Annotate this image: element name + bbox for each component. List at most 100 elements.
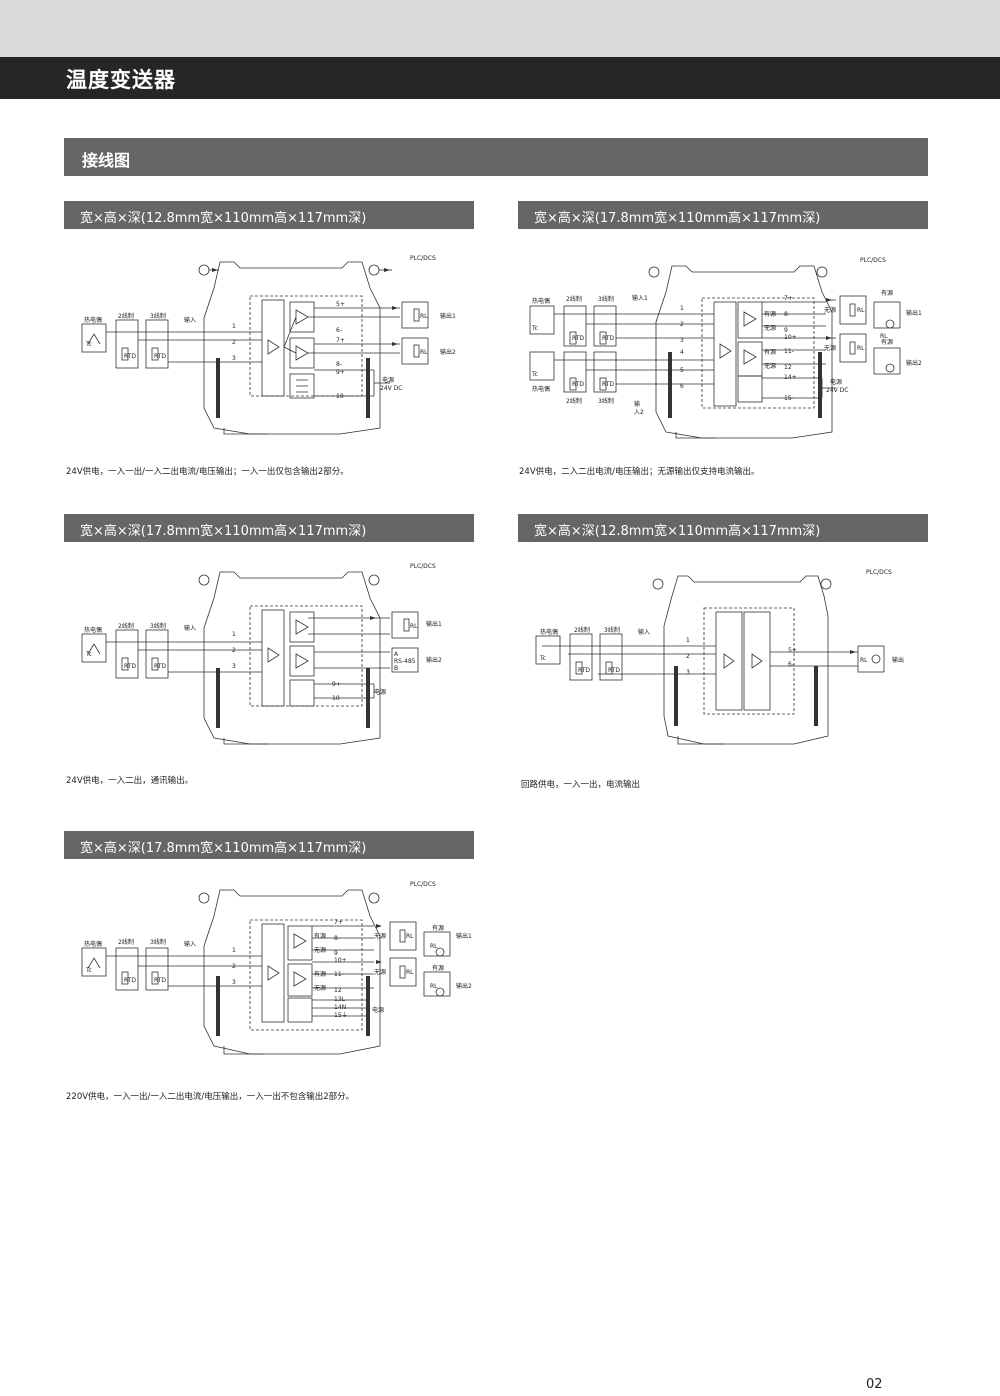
wire3-label: 3线制 <box>150 312 166 320</box>
output-1-label: 输出1 <box>456 932 472 940</box>
wire3-label: 3线制 <box>150 938 166 946</box>
section-bar: 接线图 <box>64 138 928 176</box>
terminal-13: 13L <box>334 996 346 1003</box>
terminal-8: 8- <box>336 361 342 368</box>
terminal-14: 14N <box>334 1004 346 1011</box>
panel-2-header: 宽×高×深(17.8mm宽×110mm高×117mm深) <box>518 201 928 229</box>
terminal-2: 2 <box>232 647 236 654</box>
terminal-1: 1 <box>686 637 690 644</box>
panel-2-caption: 24V供电，二入二出电流/电压输出；无源输出仅支持电流输出。 <box>519 467 760 477</box>
panel-4-caption: 回路供电，一入一出，电流输出 <box>521 780 641 790</box>
terminal-9: 9 <box>334 950 338 957</box>
rl-label-3: RL <box>430 943 438 950</box>
rl-label-3: RL <box>880 333 888 340</box>
panel-4-header: 宽×高×深(12.8mm宽×110mm高×117mm深) <box>518 514 928 542</box>
panel-3-caption: 24V供电，一入二出，通讯输出。 <box>66 776 194 786</box>
power-label: 电源 <box>374 688 386 696</box>
terminal-5: 5+ <box>336 301 345 308</box>
tc-label: Tc <box>539 655 546 662</box>
rs485-label: RS-485 <box>394 658 416 665</box>
wire2-label: 2线制 <box>574 626 590 634</box>
wiring-diagram-4: PLC/DCS 热电偶 Tc 2线制 3线制 输入 RTD RTD 1 2 3 … <box>535 569 904 745</box>
terminal-6: 6- <box>788 661 794 668</box>
rl-label: RL <box>420 313 428 320</box>
output-1-label: 输出1 <box>426 620 442 628</box>
thermocouple-label: 热电偶 <box>540 628 558 636</box>
rtd-label-2: RTD <box>154 353 166 360</box>
terminal-1: 1 <box>232 323 236 330</box>
terminal-8: 8- <box>784 311 790 318</box>
active-label-2: 有源 <box>314 970 326 978</box>
panel-3-header: 宽×高×深(17.8mm宽×110mm高×117mm深) <box>64 514 474 542</box>
wire2-label: 2线制 <box>566 295 582 303</box>
terminal-10: 10- <box>336 393 346 400</box>
thermocouple-label: 热电偶 <box>84 940 102 948</box>
power-label: 电源 <box>830 378 842 386</box>
rl-label-4: RL <box>430 983 438 990</box>
terminal-7: 7+ <box>336 337 345 344</box>
terminal-9: 9+ <box>336 369 345 376</box>
terminal-10: 10+ <box>334 957 347 964</box>
terminal-15: 15- <box>784 395 794 402</box>
top-band <box>0 0 1000 57</box>
panel-3-dims: 宽×高×深(17.8mm宽×110mm高×117mm深) <box>80 524 367 539</box>
rs485-a-label: A <box>394 651 399 658</box>
rl-label: RL <box>410 623 418 630</box>
wire3-label: 3线制 <box>150 622 166 630</box>
power-label: 电源 <box>382 376 394 384</box>
tc-label: Tc <box>531 325 538 332</box>
thermocouple-label-2: 热电偶 <box>532 385 550 393</box>
title-bar: 温度变送器 <box>0 57 1000 99</box>
thermocouple-label: 热电偶 <box>84 626 102 634</box>
wire2-label: 2线制 <box>118 938 134 946</box>
terminal-11: 11- <box>784 348 794 355</box>
input-2-label-b: 入2 <box>634 409 644 416</box>
panel-5-header: 宽×高×深(17.8mm宽×110mm高×117mm深) <box>64 831 474 859</box>
wire2-label: 2线制 <box>118 312 134 320</box>
input-1-label: 输入1 <box>632 294 648 302</box>
page-number: 02 <box>866 1377 883 1392</box>
panel-1-header: 宽×高×深(12.8mm宽×110mm高×117mm深) <box>64 201 474 229</box>
rtd-label-3: RTD <box>572 381 584 388</box>
terminal-10: 10- <box>332 695 342 702</box>
terminal-3: 3 <box>232 355 236 362</box>
terminal-10: 10+ <box>784 334 797 341</box>
active-label: 有源 <box>764 310 776 318</box>
rtd-label: RTD <box>578 667 590 674</box>
wire2-label-2: 2线制 <box>566 397 582 405</box>
output-1-label: 输出1 <box>440 312 456 320</box>
tc-label: Tc <box>85 967 92 974</box>
plc-dcs-label: PLC/DCS <box>866 569 892 576</box>
terminal-2: 2 <box>232 963 236 970</box>
page-title: 温度变送器 <box>66 68 176 92</box>
terminal-3: 3 <box>232 663 236 670</box>
terminal-3: 3 <box>680 337 684 344</box>
active-label-3: 有源 <box>881 289 893 297</box>
wire2-label: 2线制 <box>118 622 134 630</box>
dc24-label: 24V DC <box>380 385 402 392</box>
output-2-label: 输出2 <box>456 982 472 990</box>
terminal-9: 9 <box>784 327 788 334</box>
rl-label-2: RL <box>420 349 428 356</box>
passive-label-2: 无源 <box>764 362 776 370</box>
panel-5-dims: 宽×高×深(17.8mm宽×110mm高×117mm深) <box>80 841 367 856</box>
active-label-4: 有源 <box>432 964 444 972</box>
plc-dcs-label: PLC/DCS <box>860 257 886 264</box>
rl-label: RL <box>860 657 868 664</box>
rl-label: RL <box>406 933 414 940</box>
terminal-12: 12 <box>784 364 792 371</box>
terminal-11: 11- <box>334 971 344 978</box>
terminal-2: 2 <box>680 321 684 328</box>
panel-2-dims: 宽×高×深(17.8mm宽×110mm高×117mm深) <box>534 211 821 226</box>
passive-label-2: 无源 <box>314 984 326 992</box>
dc24-label: 24V DC <box>826 387 848 394</box>
terminal-2: 2 <box>686 653 690 660</box>
terminal-8: 8- <box>334 935 340 942</box>
active-label-3: 有源 <box>432 924 444 932</box>
terminal-4: 4 <box>680 349 684 356</box>
rtd-label: RTD <box>572 335 584 342</box>
passive-label-3: 无源 <box>824 306 836 314</box>
plc-dcs-label: PLC/DCS <box>410 255 436 262</box>
tc-label-2: Tc <box>531 371 538 378</box>
input-label: 输入 <box>638 628 650 636</box>
